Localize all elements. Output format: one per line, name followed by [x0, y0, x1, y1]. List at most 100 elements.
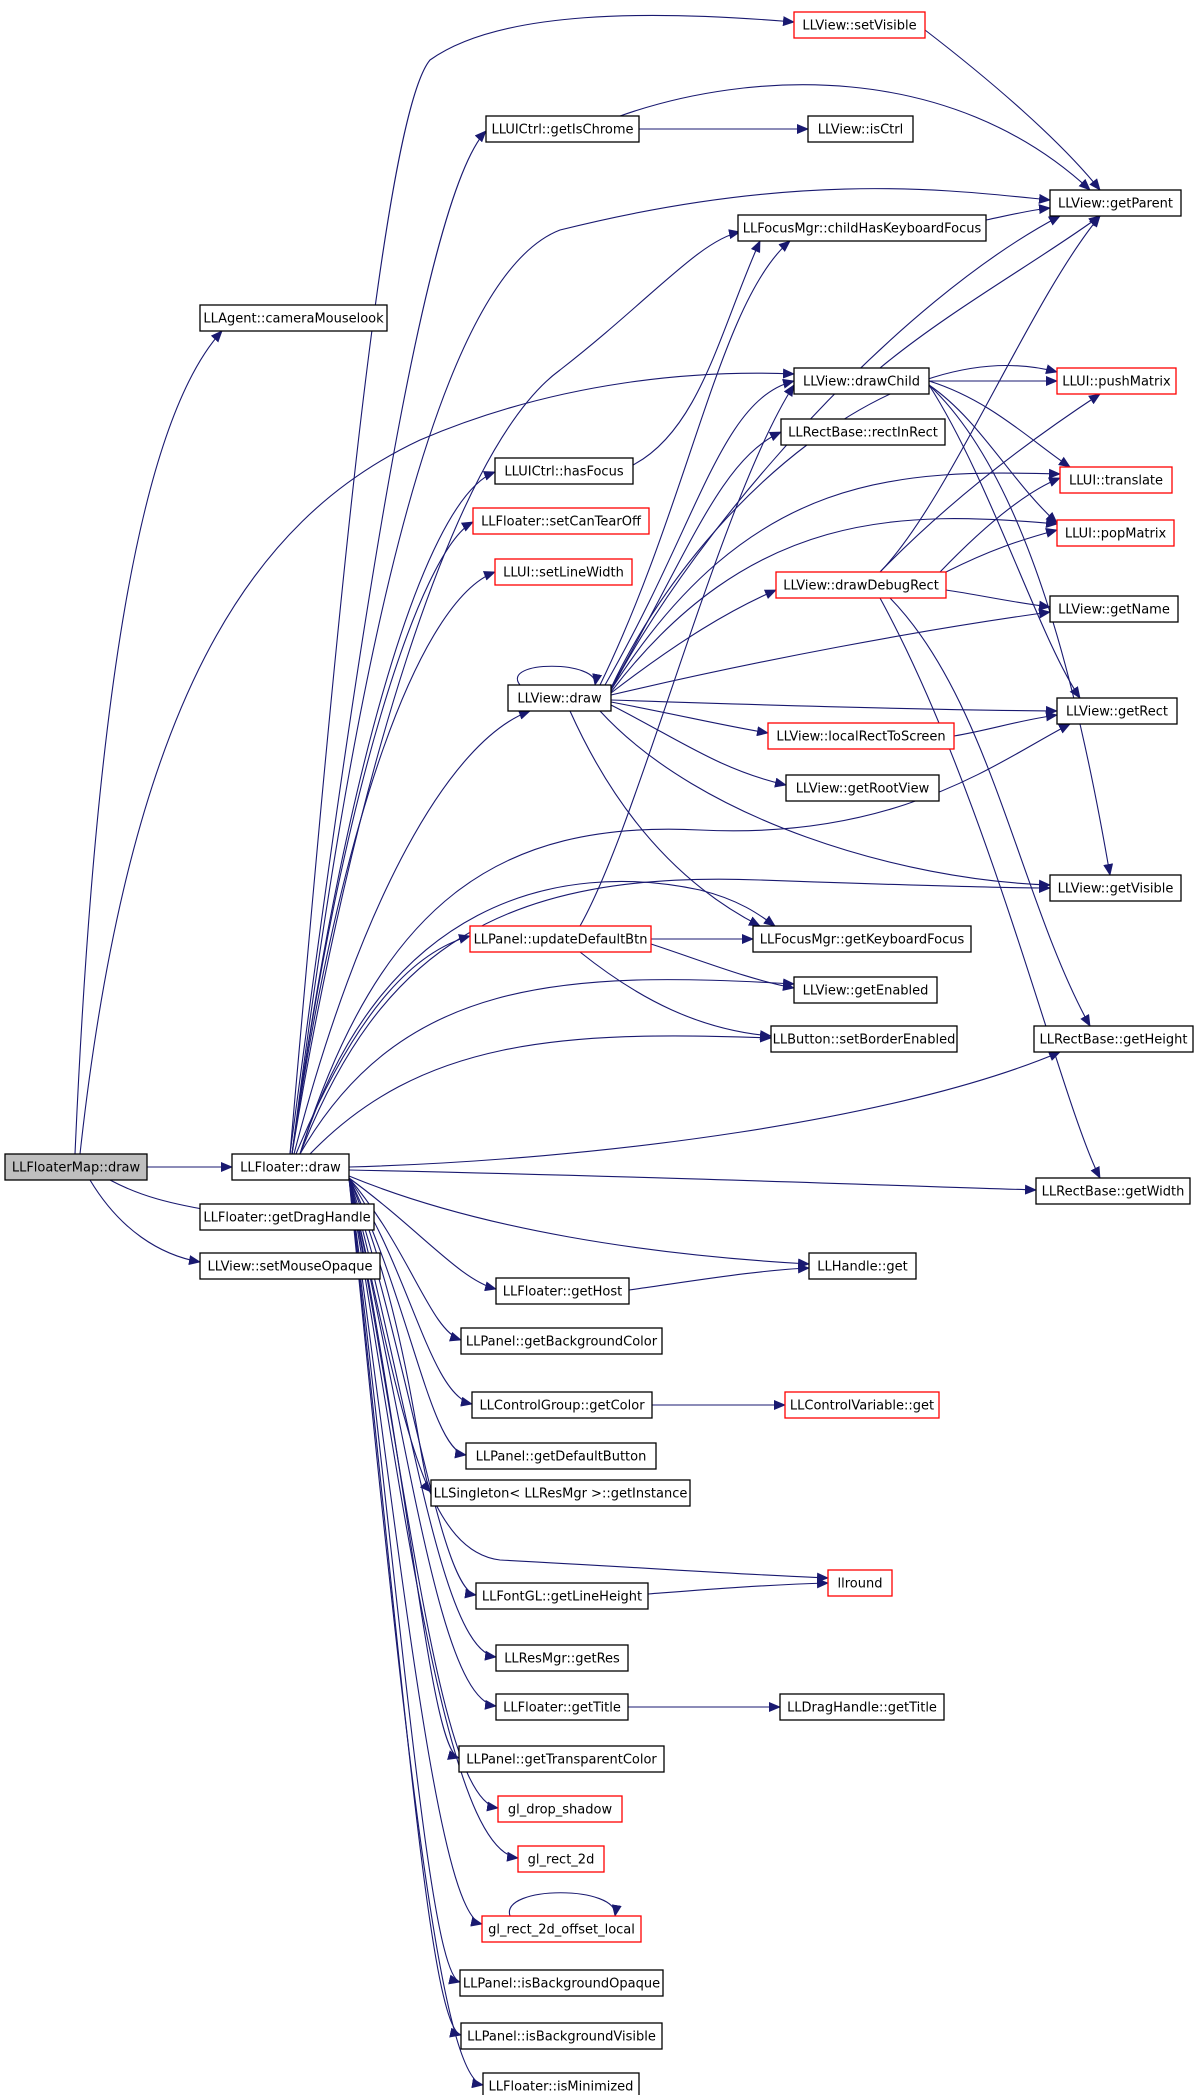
node-box: [475, 1582, 649, 1610]
node-llview-draw[interactable]: LLView::draw: [507, 684, 612, 712]
node-llpanel-getdefaultbutton[interactable]: LLPanel::getDefaultButton: [465, 1442, 657, 1470]
node-llhandle-get[interactable]: LLHandle::get: [808, 1252, 917, 1280]
node-box: [793, 11, 926, 39]
node-llfocusmgr-childhaskeyboardfocus[interactable]: LLFocusMgr::childHasKeyboardFocus: [737, 214, 987, 242]
node-llview-getrootview[interactable]: LLView::getRootView: [785, 774, 940, 802]
call-edge-llfontgl-getlineheight-to-llround: [647, 1578, 829, 1595]
node-box: [1049, 189, 1182, 217]
node-box: [460, 1327, 663, 1355]
node-llui-translate[interactable]: LLUI::translate: [1059, 466, 1173, 494]
node-box: [430, 1479, 691, 1507]
call-edge-llpanel-updatedefaultbtn-to-llbutton-setborderenabled: [579, 951, 772, 1041]
node-llview-getname[interactable]: LLView::getName: [1049, 595, 1179, 623]
call-edge-llview-draw-to-llui-popmatrix: [610, 518, 1058, 693]
call-edge-llview-drawchild-to-llview-getrect: [928, 384, 1081, 699]
node-box: [199, 1203, 375, 1231]
node-label: LLPanel::isBackgroundOpaque: [463, 1977, 660, 1992]
node-label: LLPanel::getTransparentColor: [466, 1753, 657, 1768]
node-llfloater-gethost[interactable]: LLFloater::getHost: [495, 1277, 630, 1305]
node-llfloater-gettitle[interactable]: LLFloater::getTitle: [495, 1693, 629, 1721]
call-edge-llfloatermap-draw-to-llview-setmouseopaque: [89, 1179, 201, 1266]
node-llrectbase-rectinrect[interactable]: LLRectBase::rectInRect: [780, 418, 946, 446]
node-lluictrl-hasfocus[interactable]: LLUICtrl::hasFocus: [494, 457, 634, 485]
node-label: llround: [838, 1577, 883, 1592]
node-llrectbase-getheight[interactable]: LLRectBase::getHeight: [1033, 1025, 1194, 1053]
node-lluictrl-getischrome[interactable]: LLUICtrl::getIsChrome: [485, 115, 640, 143]
node-llview-drawdebugrect[interactable]: LLView::drawDebugRect: [775, 571, 947, 599]
node-box: [507, 684, 612, 712]
node-label: LLView::draw: [517, 692, 602, 707]
node-llbutton-setborderenabled[interactable]: LLButton::setBorderEnabled: [770, 1025, 958, 1053]
call-edge-llfloater-draw-to-llfocusmgr-childhaskeyboardfocus: [291, 229, 741, 1155]
node-lldraghandle-gettitle[interactable]: LLDragHandle::getTitle: [779, 1693, 945, 1721]
node-label: LLPanel::getDefaultButton: [476, 1450, 647, 1465]
node-box: [199, 1252, 381, 1280]
call-edge-llview-drawchild-to-llview-getparent: [879, 215, 1101, 369]
node-label: LLRectBase::getWidth: [1042, 1185, 1185, 1200]
call-edge-llfloater-draw-to-llfloater-gethost: [348, 1177, 497, 1292]
node-gl-rect-2d-offset-local[interactable]: gl_rect_2d_offset_local: [481, 1915, 642, 1943]
node-llfloatermap-draw: LLFloaterMap::draw: [4, 1153, 148, 1181]
node-gl-rect-2d[interactable]: gl_rect_2d: [517, 1845, 605, 1873]
node-llui-popmatrix[interactable]: LLUI::popMatrix: [1056, 519, 1175, 547]
call-edge-llfloater-gethost-to-llhandle-get: [628, 1263, 810, 1291]
node-box: [494, 558, 633, 586]
node-label: LLPanel::isBackgroundVisible: [467, 2030, 656, 2045]
node-llview-drawchild[interactable]: LLView::drawChild: [793, 367, 930, 395]
node-llfloater-setcantearoff[interactable]: LLFloater::setCanTearOff: [472, 507, 650, 535]
call-edge-llfloater-draw-to-llfontgl-getlineheight: [348, 1177, 477, 1599]
node-box: [1035, 1177, 1191, 1205]
call-edge-llview-draw-to-llview-getname: [610, 608, 1051, 696]
call-edge-llview-draw-to-llview-draw: [516, 665, 603, 686]
node-label: LLView::localRectToScreen: [776, 730, 945, 745]
call-edge-llview-drawchild-to-llview-getvisible: [928, 384, 1114, 876]
node-llview-getvisible[interactable]: LLView::getVisible: [1049, 874, 1182, 902]
node-llcontrolvariable-get[interactable]: LLControlVariable::get: [784, 1391, 940, 1419]
call-edge-llfloater-draw-to-llview-draw: [293, 710, 531, 1155]
node-llfloater-draw[interactable]: LLFloater::draw: [231, 1153, 350, 1181]
node-llpanel-updatedefaultbtn[interactable]: LLPanel::updateDefaultBtn: [469, 925, 652, 953]
node-llfloater-getdraghandle[interactable]: LLFloater::getDragHandle: [199, 1203, 375, 1231]
node-llview-isctrl[interactable]: LLView::isCtrl: [807, 115, 914, 143]
call-edge-llfloater-draw-to-lluictrl-hasfocus: [291, 471, 496, 1155]
node-llfloater-isminimized[interactable]: LLFloater::isMinimized: [482, 2072, 640, 2095]
node-llview-getrect[interactable]: LLView::getRect: [1056, 697, 1178, 725]
call-edge-llview-draw-to-llview-getvisible: [599, 710, 1051, 890]
node-llresmgr-getres[interactable]: LLResMgr::getRes: [495, 1644, 629, 1672]
node-label: LLView::isCtrl: [818, 123, 903, 138]
node-label: LLUICtrl::hasFocus: [504, 465, 623, 480]
node-label: LLPanel::updateDefaultBtn: [474, 933, 648, 948]
node-llview-localrecttoscreen[interactable]: LLView::localRectToScreen: [767, 722, 955, 750]
node-llview-setvisible[interactable]: LLView::setVisible: [793, 11, 926, 39]
node-llcontrolgroup-getcolor[interactable]: LLControlGroup::getColor: [471, 1391, 653, 1419]
call-edge-llview-drawdebugrect-to-llui-popmatrix: [945, 528, 1058, 573]
node-box: [779, 1693, 945, 1721]
call-edge-llfloater-draw-to-llpanel-isbackgroundopaque: [348, 1177, 461, 1985]
call-edge-llfloater-draw-to-llrectbase-getheight: [348, 1051, 1061, 1168]
node-llview-getenabled[interactable]: LLView::getEnabled: [793, 976, 938, 1004]
call-edge-llfloater-draw-to-llhandle-get: [348, 1175, 810, 1269]
node-llpanel-isbackgroundvisible[interactable]: LLPanel::isBackgroundVisible: [460, 2022, 663, 2050]
node-llagent-cameramouselook[interactable]: LLAgent::cameraMouselook: [199, 304, 388, 332]
node-box: [485, 115, 640, 143]
node-llui-setlinewidth[interactable]: LLUI::setLineWidth: [494, 558, 633, 586]
node-box: [495, 1644, 629, 1672]
call-edge-llview-drawdebugrect-to-llrectbase-getheight: [889, 597, 1091, 1027]
node-llround[interactable]: llround: [827, 1569, 893, 1597]
node-llview-setmouseopaque[interactable]: LLView::setMouseOpaque: [199, 1252, 381, 1280]
node-llpanel-isbackgroundopaque[interactable]: LLPanel::isBackgroundOpaque: [459, 1969, 664, 1997]
node-box: [481, 1915, 642, 1943]
node-llrectbase-getwidth[interactable]: LLRectBase::getWidth: [1035, 1177, 1191, 1205]
call-edge-llview-drawdebugrect-to-llview-getparent: [879, 215, 1101, 573]
node-llview-getparent[interactable]: LLView::getParent: [1049, 189, 1182, 217]
node-gl-drop-shadow[interactable]: gl_drop_shadow: [497, 1795, 623, 1823]
call-edge-llfloatermap-draw-to-llview-drawchild: [79, 368, 795, 1155]
node-llfocusmgr-getkeyboardfocus[interactable]: LLFocusMgr::getKeyboardFocus: [752, 925, 972, 953]
node-llfontgl-getlineheight[interactable]: LLFontGL::getLineHeight: [475, 1582, 649, 1610]
node-llui-pushmatrix[interactable]: LLUI::pushMatrix: [1056, 367, 1177, 395]
node-label: LLAgent::cameraMouselook: [203, 312, 384, 327]
node-label: gl_drop_shadow: [508, 1803, 613, 1818]
node-llpanel-gettransparentcolor[interactable]: LLPanel::getTransparentColor: [458, 1745, 665, 1773]
node-llpanel-getbackgroundcolor[interactable]: LLPanel::getBackgroundColor: [460, 1327, 663, 1355]
node-llsingleton-llresmgr-getinstance[interactable]: LLSingleton< LLResMgr >::getInstance: [430, 1479, 691, 1507]
